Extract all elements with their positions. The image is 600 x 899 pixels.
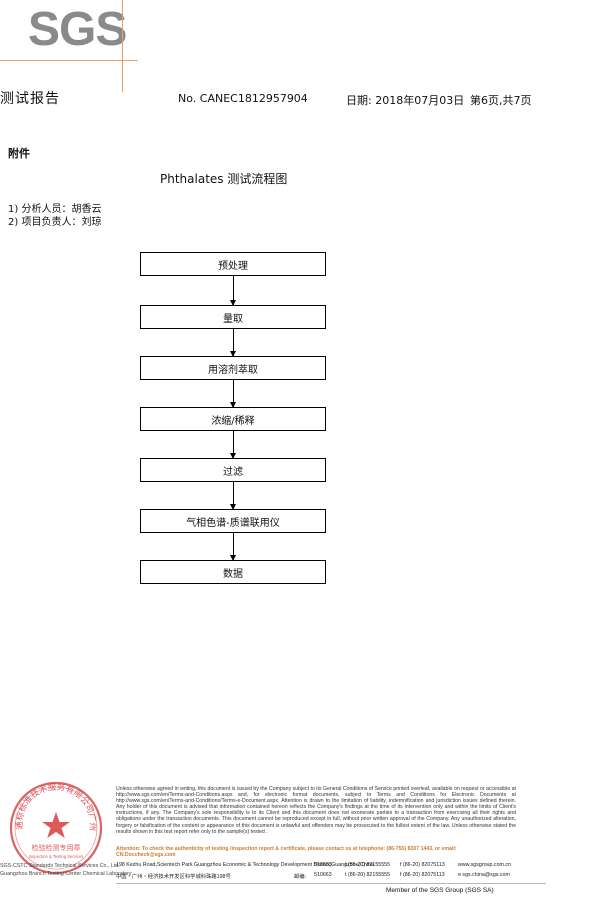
- postcode-chinese-label: 邮编:: [294, 874, 307, 880]
- authenticity-notice: Attention: To check the authenticity of …: [116, 846, 457, 859]
- telephone-cn: t (86-20) 82155555: [345, 872, 391, 878]
- address-chinese: 中国・广州・经济技术开发区科学城科珠路198号: [116, 874, 231, 880]
- flow-step-pretreatment: 预处理: [140, 252, 326, 276]
- report-date: 日期: 2018年07月03日: [346, 94, 465, 107]
- logo-rule-vertical: [122, 0, 123, 92]
- flow-arrow: [230, 431, 236, 459]
- telephone: t (86-20) 82155555: [345, 862, 391, 868]
- report-title: 测试报告: [0, 91, 60, 107]
- logo-rule-horizontal: [0, 60, 138, 61]
- flow-step-filter: 过滤: [140, 458, 326, 482]
- address-english: 198 Kezhu Road,Scientech Park Guangzhou …: [116, 862, 374, 868]
- company-legal-name: SGS-CSTC Standards Technical Services Co…: [0, 863, 120, 869]
- flow-arrow: [230, 533, 236, 561]
- flow-arrow: [230, 329, 236, 357]
- fax: f (86-20) 82075113: [400, 862, 445, 868]
- page-indicator: 第6页,共7页: [470, 94, 532, 107]
- appendix-heading: 附件: [8, 147, 30, 160]
- sgs-logo: SGS: [28, 3, 127, 56]
- project-lead-line: 2) 项目负责人：刘琼: [8, 217, 102, 228]
- postcode-chinese: 510663: [314, 872, 332, 878]
- svg-text:检验检测专用章: 检验检测专用章: [32, 843, 81, 852]
- branch-name: Guangzhou Branch Testing Center Chemical…: [0, 871, 132, 877]
- terms-disclaimer: Unless otherwise agreed in writing, this…: [116, 786, 516, 835]
- flow-step-measure: 量取: [140, 305, 326, 329]
- flow-arrow: [230, 276, 236, 306]
- flow-arrow: [230, 482, 236, 510]
- inspection-seal-icon: 通标标准技术服务有限公司广州分公司 检验检测专用章 Inspection & T…: [8, 780, 103, 875]
- footer-divider: [116, 883, 546, 884]
- flow-step-data: 数据: [140, 560, 326, 584]
- flowchart-title: Phthalates 测试流程图: [160, 172, 288, 186]
- flow-step-concentrate-dilute: 浓缩/稀释: [140, 407, 326, 431]
- flow-arrow: [230, 380, 236, 408]
- website: www.sgsgroup.com.cn: [458, 862, 511, 868]
- analyst-line: 1) 分析人员：胡香云: [8, 204, 102, 215]
- postcode-english: 510663: [314, 862, 332, 868]
- sgs-group-membership: Member of the SGS Group (SGS SA): [386, 887, 494, 894]
- fax-cn: f (86-20) 82075113: [400, 872, 445, 878]
- report-number: No. CANEC1812957904: [178, 92, 308, 105]
- flow-step-gc-ms: 气相色谱-质谱联用仪: [140, 509, 326, 533]
- company-name: SGS-CSTC Standards Technical Services Co…: [0, 862, 132, 878]
- flow-step-solvent-extraction: 用溶剂萃取: [140, 356, 326, 380]
- email: e sgs.china@sgs.com: [458, 872, 510, 878]
- svg-text:Inspection & Testing Services: Inspection & Testing Services: [29, 854, 84, 859]
